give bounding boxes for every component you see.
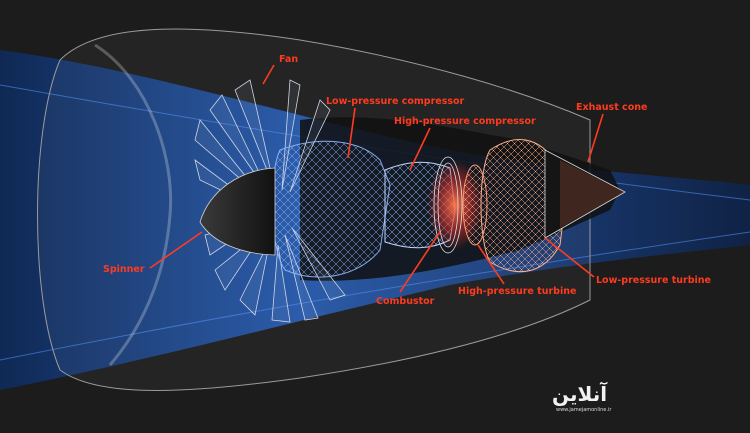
watermark-url: www.jamejamonline.ir [556,407,612,413]
low-pressure-turbine [480,139,566,273]
label-low-pressure-turbine: Low-pressure turbine [596,275,711,286]
leader-hp-compressor [409,127,431,171]
leader-hp-turbine [477,244,505,285]
airflow-streak-bottom [0,231,750,361]
exhaust-glow [560,160,625,228]
label-high-pressure-turbine: High-pressure turbine [458,286,576,297]
leader-spinner [149,231,203,269]
nacelle-lip-highlight [94,43,173,366]
low-pressure-compressor [271,140,391,278]
label-exhaust-cone: Exhaust cone [576,102,647,113]
leader-fan [262,64,275,85]
leader-lp-compressor [347,107,356,159]
exhaust-cone [544,149,626,239]
label-high-pressure-compressor: High-pressure compressor [394,116,536,127]
watermark-logo: آنلاین www.jamejamonline.ir [552,380,722,418]
spinner [199,167,276,256]
watermark-glyphs: آنلاین [552,382,608,406]
combustor-ring [433,156,463,254]
label-combustor: Combustor [376,296,435,307]
leader-exhaust-cone [587,113,604,163]
leader-combustor [399,231,441,293]
leader-lines [149,64,604,293]
leader-lp-turbine [544,237,595,278]
label-low-pressure-compressor: Low-pressure compressor [326,96,465,107]
label-fan: Fan [279,54,298,65]
label-spinner: Spinner [103,264,145,275]
